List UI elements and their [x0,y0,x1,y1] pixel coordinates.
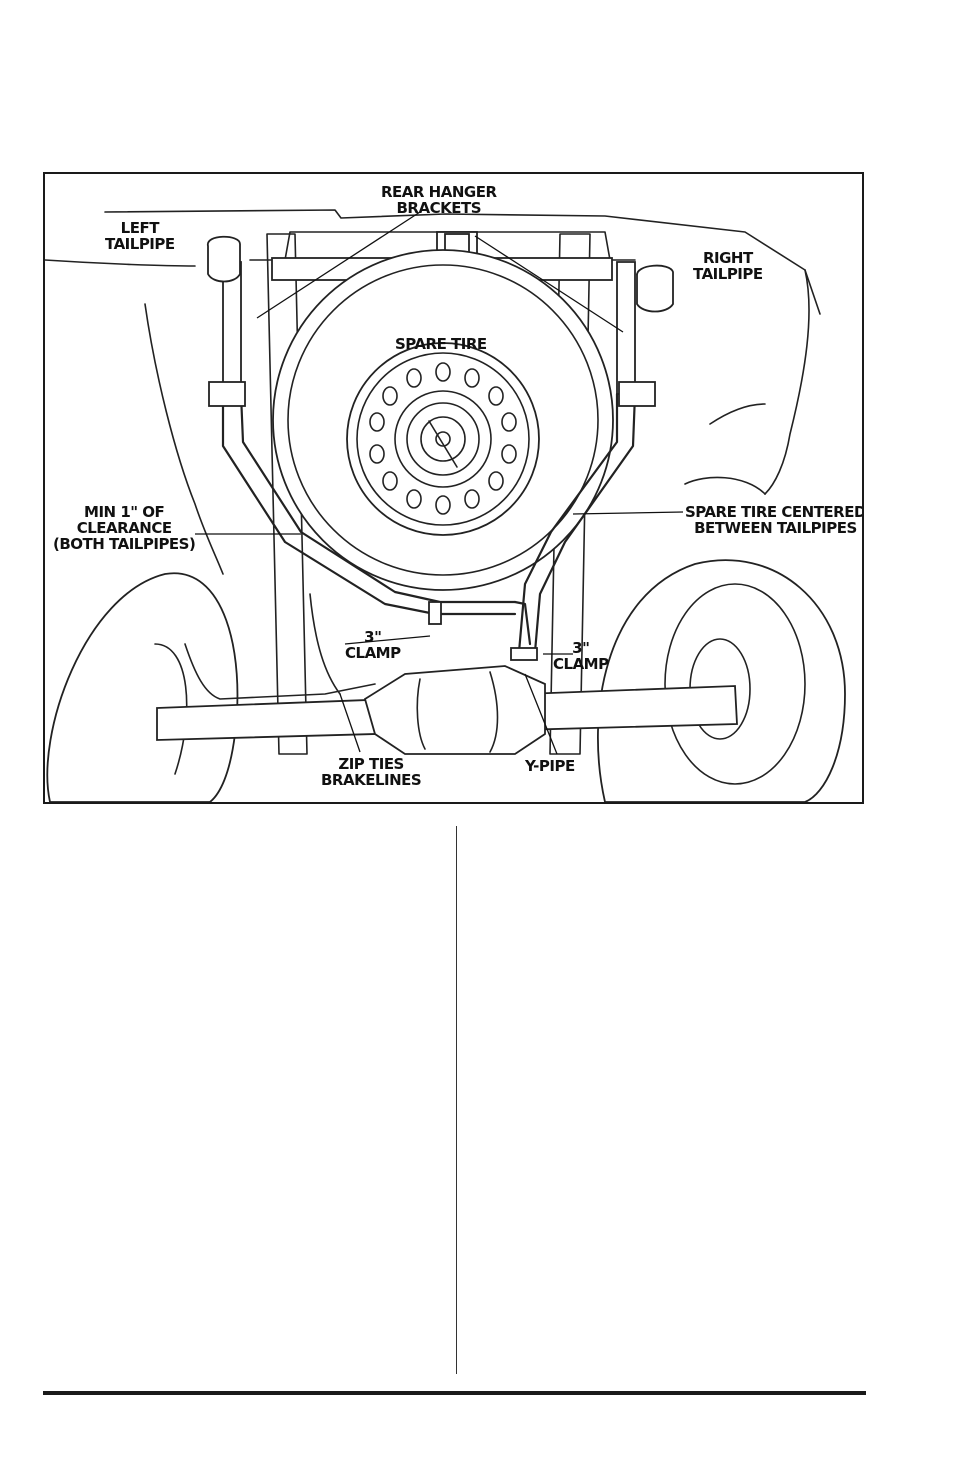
label-spare-tire: SPARE TIRE [395,336,487,352]
label-clamp-left: 3" CLAMP [345,629,401,661]
column-divider [456,826,457,1374]
label-rear-hanger-brackets: REAR HANGER BRACKETS [381,184,497,216]
footer-rule [43,1391,866,1395]
label-right-tailpipe: RIGHT TAILPIPE [693,250,763,282]
label-left-tailpipe: LEFT TAILPIPE [105,220,175,252]
figure-frame: REAR HANGER BRACKETS LEFT TAILPIPE RIGHT… [43,172,864,804]
label-spare-tire-centered: SPARE TIRE CENTERED BETWEEN TAILPIPES [685,504,864,536]
spare-tire [273,250,613,590]
label-zip-ties-brakelines: ZIP TIES BRAKELINES [321,756,421,788]
label-clamp-right: 3" CLAMP [553,640,609,672]
label-y-pipe: Y-PIPE [525,758,575,774]
label-min-clearance: MIN 1" OF CLEARANCE (BOTH TAILPIPES) [53,504,195,552]
